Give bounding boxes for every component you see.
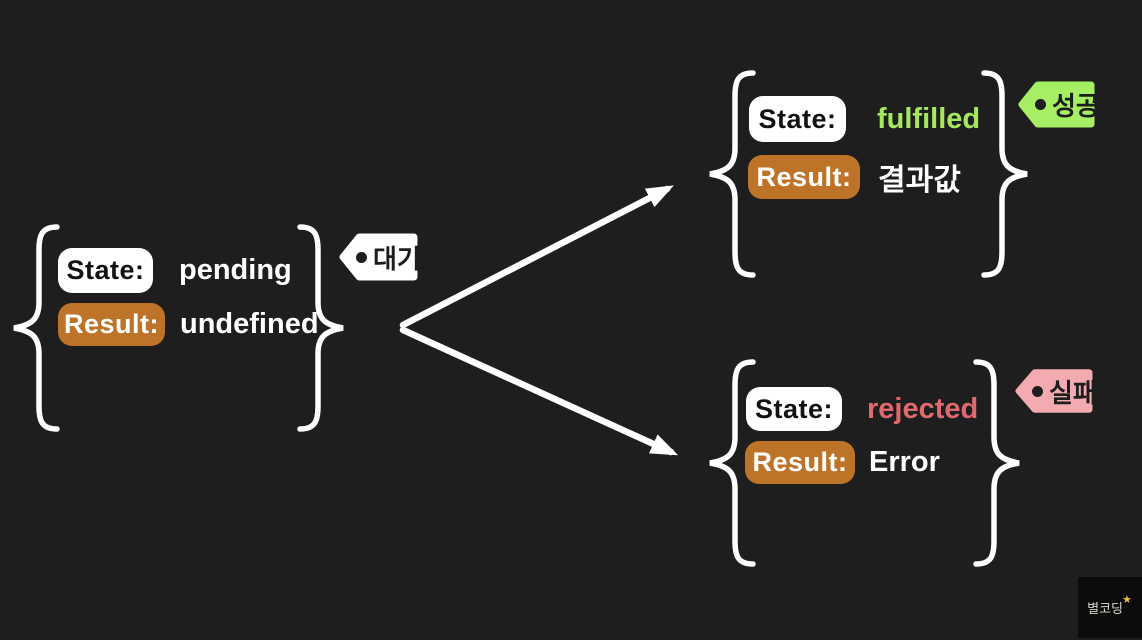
- state-value: rejected: [867, 392, 979, 425]
- result-label: Result:: [63, 309, 159, 339]
- state-pill: State:: [746, 387, 842, 431]
- tag-hole-icon: [1032, 385, 1043, 397]
- result-pill: Result:: [745, 441, 855, 484]
- opening-brace: [13, 224, 60, 432]
- state-label: State:: [754, 393, 833, 424]
- tag-success: 성공: [1018, 79, 1100, 130]
- tag-hole-icon: [356, 251, 367, 263]
- tag-shape: [339, 233, 418, 281]
- opening-brace: [709, 70, 756, 278]
- state-pill: State:: [749, 96, 846, 142]
- result-value: Error: [869, 446, 940, 478]
- watermark: 별코딩 ★: [1078, 577, 1142, 638]
- tag-label: 성공: [1052, 91, 1100, 121]
- result-value: undefined: [180, 308, 319, 340]
- opening-brace: [709, 359, 756, 567]
- tag-label: 대기: [373, 243, 421, 274]
- result-value: 결과값: [878, 164, 961, 197]
- result-label: Result:: [752, 447, 848, 477]
- tag-shape: [1015, 369, 1093, 413]
- result-pill: Result:: [58, 303, 165, 346]
- tag-waiting: 대기: [339, 231, 421, 283]
- star-icon: ★: [1122, 594, 1132, 606]
- tag-hole-icon: [1035, 99, 1046, 110]
- result-label: Result:: [756, 161, 852, 192]
- closing-brace: [973, 359, 1020, 567]
- result-pill: Result:: [748, 155, 860, 199]
- state-value: fulfilled: [877, 102, 981, 135]
- tag-shape: [1018, 81, 1095, 128]
- state-label: State:: [758, 103, 837, 134]
- state-pill: State:: [58, 248, 153, 293]
- closing-brace: [297, 224, 344, 432]
- tag-label: 실패: [1049, 377, 1097, 408]
- state-value: pending: [179, 254, 292, 286]
- state-label: State:: [66, 255, 145, 285]
- watermark-text: 별코딩: [1087, 601, 1123, 616]
- tag-fail: 실패: [1015, 367, 1097, 415]
- closing-brace: [981, 70, 1028, 278]
